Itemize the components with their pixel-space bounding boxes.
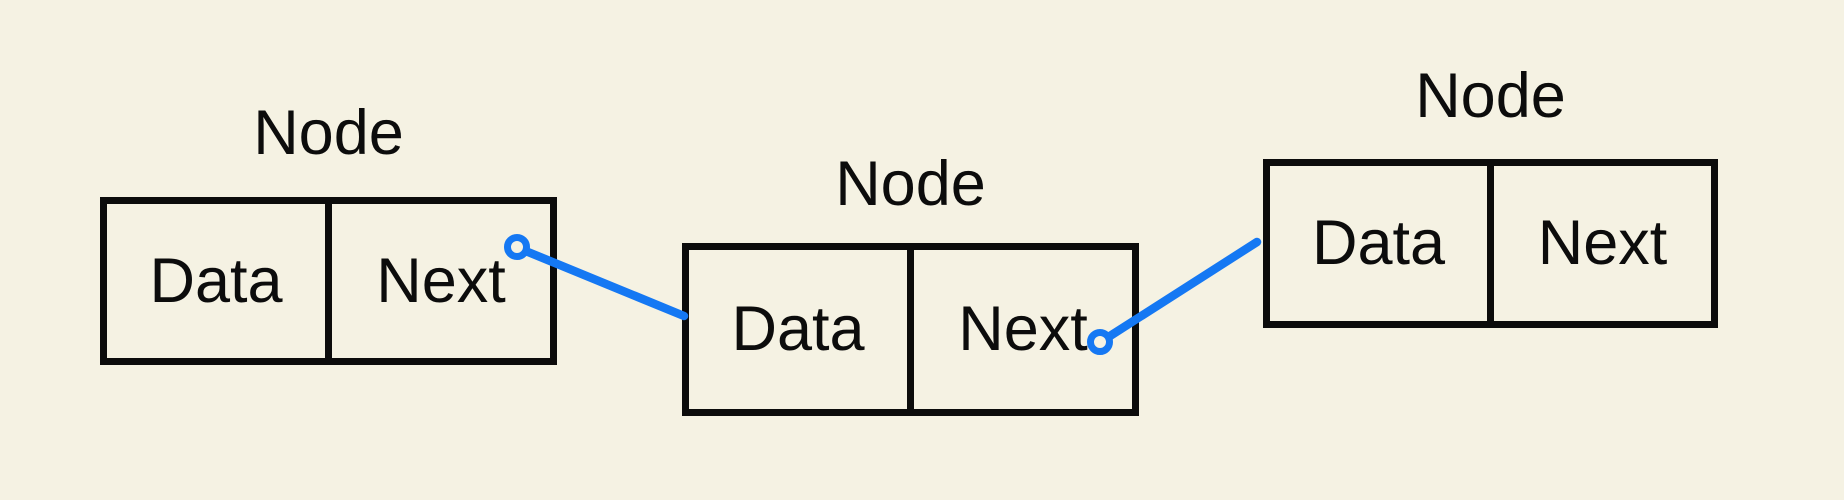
node-2-data-cell: Data xyxy=(689,250,907,409)
node-3-data-cell: Data xyxy=(1270,166,1487,321)
node-2-box: Data Next xyxy=(682,243,1139,416)
node-3-next-label: Next xyxy=(1537,208,1668,278)
node-1-title: Node xyxy=(253,98,404,168)
node-2: Node Data Next xyxy=(682,153,1139,416)
node-2-title: Node xyxy=(835,149,986,219)
node-1-next-cell: Next xyxy=(325,204,550,358)
node-3: Node Data Next xyxy=(1263,65,1718,328)
node-2-next-label: Next xyxy=(958,294,1088,364)
node-1-data-cell: Data xyxy=(107,204,325,358)
node-3-box: Data Next xyxy=(1263,159,1718,328)
node-2-next-cell: Next xyxy=(907,250,1132,409)
node-2-data-label: Data xyxy=(731,294,865,364)
node-1-next-label: Next xyxy=(376,245,506,316)
node-1: Node Data Next xyxy=(100,102,557,365)
node-3-data-label: Data xyxy=(1311,208,1446,278)
node-1-box: Data Next xyxy=(100,197,557,365)
node-1-data-label: Data xyxy=(149,245,283,316)
node-3-next-cell: Next xyxy=(1487,166,1711,321)
node-3-title: Node xyxy=(1415,61,1566,131)
